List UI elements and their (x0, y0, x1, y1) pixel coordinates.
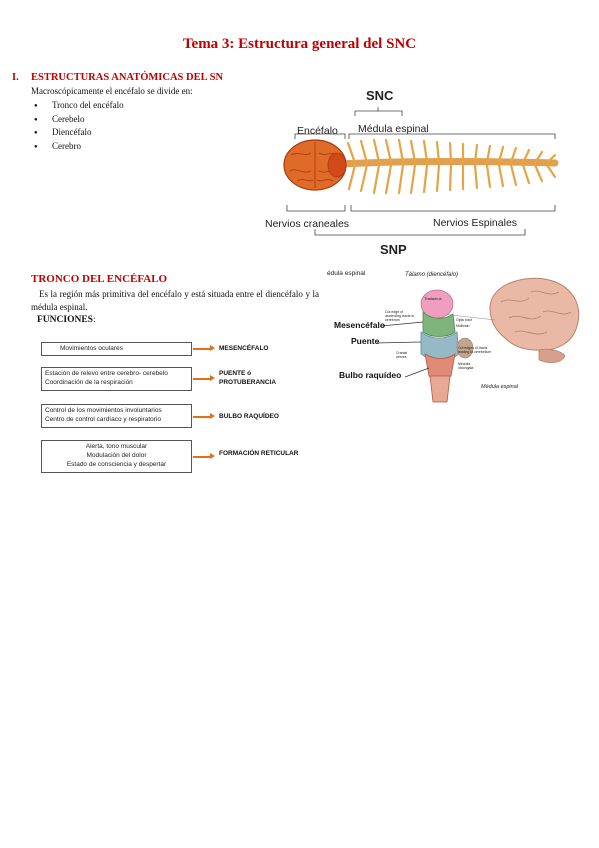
section-heading-tronco: TRONCO DEL ENCÉFALO (31, 273, 168, 285)
brainstem-illustration (376, 277, 580, 403)
nervios-craneales-label: Nervios craneales (265, 218, 350, 230)
section-number: I. (12, 72, 19, 83)
function-line: Coordinación de la respiración (45, 379, 133, 386)
tronco-paragraph: Es la región más primitiva del encéfalo … (31, 289, 319, 312)
snc-bracket (354, 110, 403, 116)
arrow-icon (193, 413, 215, 419)
function-box: Movimientos oculares (41, 342, 192, 356)
function-line: Control de los movimientos involuntarios (45, 407, 162, 414)
snc-snp-diagram (283, 107, 559, 236)
optic-tract-label: Optic tract (456, 318, 472, 322)
snc-label: SNC (366, 88, 394, 103)
function-box: Estación de relevo entre cerebro- cerebe… (41, 367, 192, 391)
arrow-icon (193, 345, 215, 351)
midbrain-small-label: Midbrain (456, 324, 470, 328)
section-intro: Macroscópicamente el encéfalo se divide … (31, 86, 193, 96)
espinales-bracket (350, 205, 556, 212)
craneales-bracket (286, 205, 346, 212)
list-item: Tronco del encéfalo (31, 100, 124, 114)
function-target: PUENTE ó PROTUBERANCIA (219, 369, 276, 387)
functions-colon: : (92, 315, 96, 325)
bulbo-label: Bulbo raquídeo (339, 370, 402, 380)
thalamus-small-label: Thalamus (424, 296, 442, 301)
medula-bracket (348, 133, 556, 139)
function-line: Estación de relevo entre cerebro- cerebe… (45, 370, 168, 377)
function-line: Centro de control cardíaco y respiratori… (45, 416, 161, 423)
function-box: Alerta, tono muscular Modulación del dol… (41, 440, 192, 473)
division-list: Tronco del encéfalo Cerebelo Diencéfalo … (31, 100, 124, 154)
function-target: BULBO RAQUÍDEO (219, 413, 279, 420)
cut-cerebellum-label: Cut edges of tracts leading to cerebellu… (458, 346, 492, 354)
medula-top-label: édula espinal (327, 270, 366, 277)
function-target-line: PROTUBERANCIA (219, 379, 277, 386)
function-line: Alerta, tono muscular (85, 443, 148, 450)
list-item: Cerebelo (31, 114, 124, 128)
list-item: Diencéfalo (31, 127, 124, 141)
thalamus-shape (420, 289, 454, 319)
brain-lateral (489, 277, 580, 351)
arrow-icon (193, 375, 215, 381)
medulla-small-label: Medulla oblongata (458, 362, 474, 370)
mesencefalo-label: Mesencéfalo (334, 320, 386, 330)
functions-heading: FUNCIONES: (37, 315, 96, 325)
encefalo-label: Encéfalo (297, 125, 338, 137)
spinal-cord-shape (429, 375, 451, 403)
function-target-line: PUENTE ó (219, 370, 252, 377)
encefalo-bracket (294, 133, 346, 139)
cut-ascending-label: Cut edge of ascending tracts to cerebrum (385, 310, 415, 322)
snp-bracket (314, 229, 526, 236)
function-line: Modulación del dolor (86, 452, 147, 459)
function-line: Estado de consciencia y despertar (66, 461, 167, 468)
function-box: Control de los movimientos involuntarios… (41, 404, 192, 428)
cranial-nerves-label: Cranial nerves (396, 351, 408, 359)
arrow-icon (193, 453, 215, 459)
section-heading: ESTRUCTURAS ANATÓMICAS DEL SN (31, 72, 224, 83)
talamo-label: Tálamo (diencéfalo) (405, 272, 459, 278)
function-target: MESENCÉFALO (219, 345, 269, 352)
midbrain-shape (422, 311, 456, 337)
function-line: Movimientos oculares (60, 345, 123, 352)
medula-label: Médula espinal (358, 123, 429, 135)
function-target: FORMACIÓN RETICULAR (219, 450, 299, 457)
page-title: Tema 3: Estructura general del SNC (182, 36, 417, 52)
spinal-nerves (346, 138, 557, 195)
nervios-espinales-label: Nervios Espinales (433, 217, 518, 229)
list-item: Cerebro (31, 141, 124, 155)
functions-label: FUNCIONES (37, 315, 93, 325)
puente-label: Puente (351, 336, 380, 346)
snp-label: SNP (380, 242, 407, 257)
medula-bottom-label: Médula espinal (481, 384, 518, 390)
